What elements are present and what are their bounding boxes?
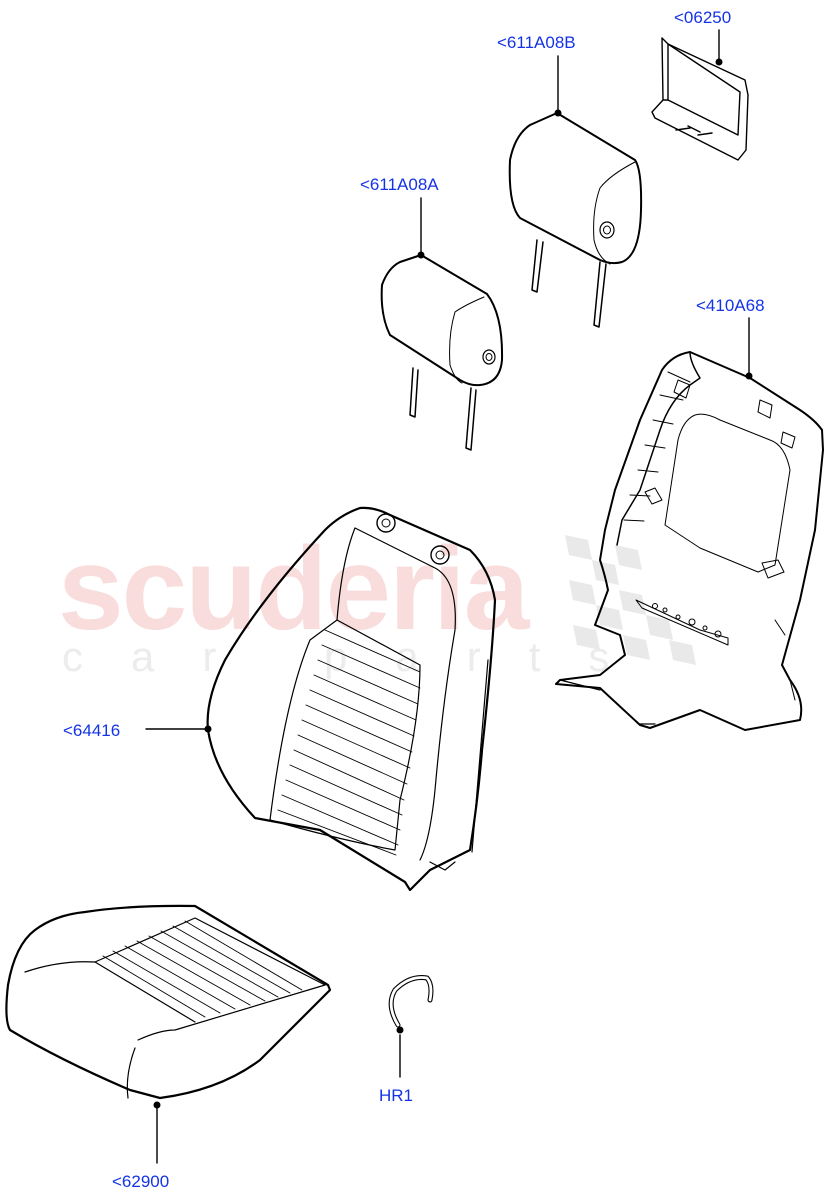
callout-62900[interactable]: <62900 bbox=[112, 1172, 170, 1191]
headrest-guide-bracket-drawing bbox=[651, 37, 749, 161]
callout-611A08B[interactable]: <611A08B bbox=[497, 33, 576, 52]
callout-611A08A[interactable]: <611A08A bbox=[360, 175, 439, 194]
hog-ring-drawing bbox=[388, 975, 434, 1028]
callout-HR1[interactable]: HR1 bbox=[379, 1086, 414, 1105]
headrest-left-drawing bbox=[380, 254, 504, 451]
watermark-tagline: car parts bbox=[62, 633, 658, 680]
seat-cushion-cover-drawing bbox=[5, 904, 332, 1100]
checkered-flag-icon bbox=[565, 535, 696, 665]
callout-410A68[interactable]: <410A68 bbox=[696, 296, 765, 315]
callout-64416[interactable]: <64416 bbox=[63, 721, 121, 740]
callout-06250[interactable]: <06250 bbox=[674, 8, 732, 27]
seat-back-cover-drawing bbox=[206, 506, 497, 892]
headrest-right-drawing bbox=[508, 112, 643, 328]
seat-back-panel-drawing bbox=[555, 351, 824, 731]
leader-lines bbox=[145, 29, 750, 1164]
leader-dots bbox=[153, 58, 753, 1109]
